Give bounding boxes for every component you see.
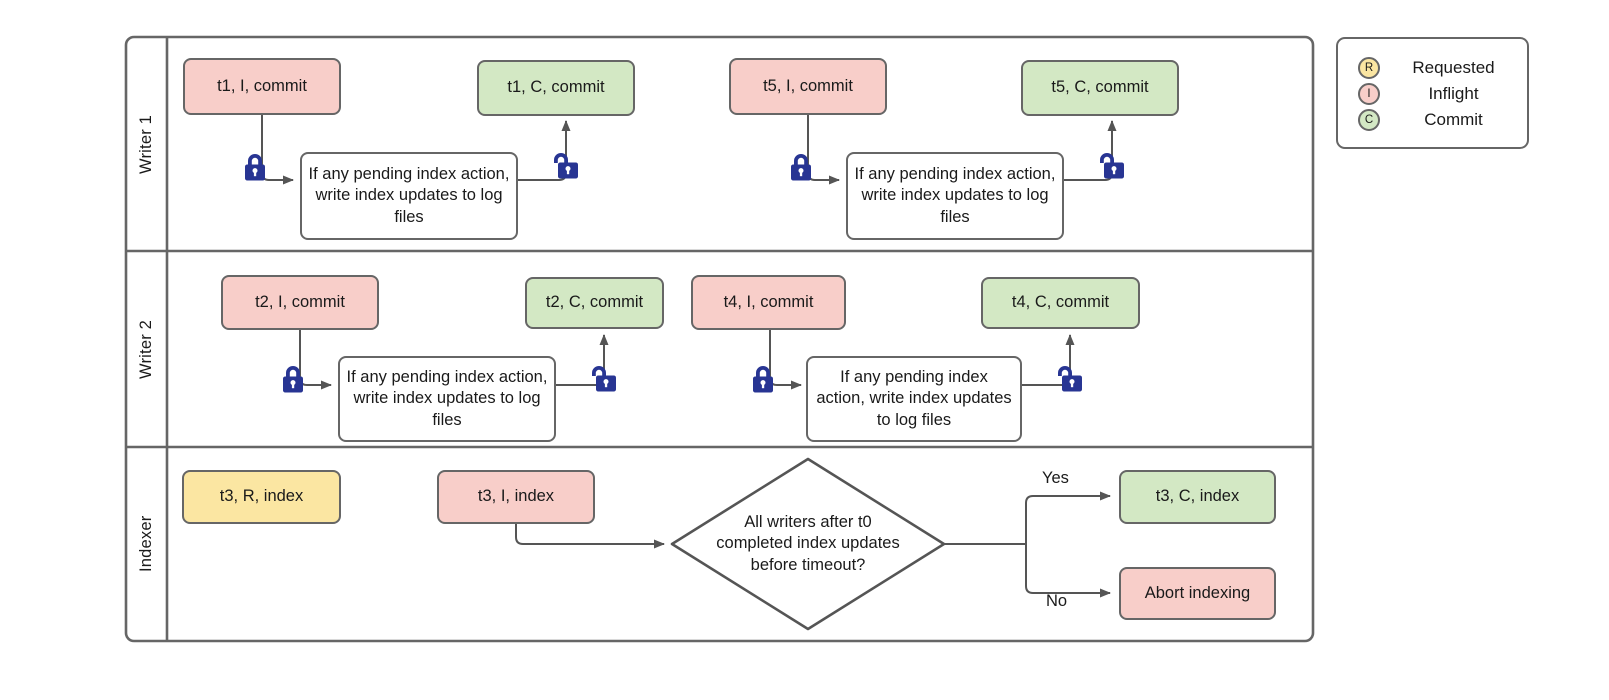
lock-open-icon <box>1058 366 1082 392</box>
node-t4-inflight-commit[interactable]: t4, I, commit <box>691 275 846 330</box>
node-t1-commit-commit[interactable]: t1, C, commit <box>477 60 635 116</box>
node-t3-inflight-index[interactable]: t3, I, index <box>437 470 595 524</box>
legend-label-commit: Commit <box>1424 110 1483 129</box>
node-abort-indexing[interactable]: Abort indexing <box>1119 567 1276 620</box>
lock-open-icon <box>554 153 578 179</box>
node-writer1-pending-index-1[interactable]: If any pending index action, write index… <box>300 152 518 240</box>
legend-item-inflight: I Inflight <box>1338 79 1531 109</box>
node-t5-commit-commit[interactable]: t5, C, commit <box>1021 60 1179 116</box>
decision-line-3: before timeout? <box>750 555 866 574</box>
lane-label-writer2: Writer 2 <box>137 319 155 379</box>
node-t5-inflight-commit[interactable]: t5, I, commit <box>729 58 887 115</box>
decision-line-2: completed index updates <box>716 534 900 553</box>
edge-label-no: No <box>1046 592 1068 610</box>
node-t2-commit-commit[interactable]: t2, C, commit <box>525 277 664 329</box>
edge-label-yes: Yes <box>1042 469 1069 487</box>
lock-closed-icon <box>753 366 773 393</box>
indexer-connectors <box>515 491 1111 598</box>
lock-open-icon <box>592 366 616 392</box>
legend-item-requested: R Requested <box>1338 53 1531 83</box>
legend-label-requested: Requested <box>1412 58 1495 77</box>
lock-closed-icon <box>791 154 811 181</box>
legend: R Requested I Inflight C Commit <box>1336 37 1529 149</box>
commit-status-icon: C <box>1358 109 1380 131</box>
node-t4-commit-commit[interactable]: t4, C, commit <box>981 277 1140 329</box>
node-t2-inflight-commit[interactable]: t2, I, commit <box>221 275 379 330</box>
lock-closed-icon <box>245 154 265 181</box>
node-writer1-pending-index-2[interactable]: If any pending index action, write index… <box>846 152 1064 240</box>
legend-item-commit: C Commit <box>1338 105 1531 135</box>
node-writer2-pending-index-2[interactable]: If any pending index action, write index… <box>806 356 1022 442</box>
node-t3-commit-index[interactable]: t3, C, index <box>1119 470 1276 524</box>
decision-label: All writers after t0 completed index upd… <box>682 500 934 588</box>
node-writer2-pending-index-1[interactable]: If any pending index action, write index… <box>338 356 556 442</box>
decision-line-1: All writers after t0 <box>744 512 872 531</box>
lock-open-icon <box>1100 153 1124 179</box>
requested-status-icon: R <box>1358 57 1380 79</box>
legend-label-inflight: Inflight <box>1428 84 1479 103</box>
lane-label-indexer: Indexer <box>137 515 155 573</box>
node-t3-requested-index[interactable]: t3, R, index <box>182 470 341 524</box>
lane-label-writer1: Writer 1 <box>137 114 155 174</box>
node-t1-inflight-commit[interactable]: t1, I, commit <box>183 58 341 115</box>
inflight-status-icon: I <box>1358 83 1380 105</box>
decision-diamond <box>670 457 946 631</box>
lock-closed-icon <box>283 366 303 393</box>
